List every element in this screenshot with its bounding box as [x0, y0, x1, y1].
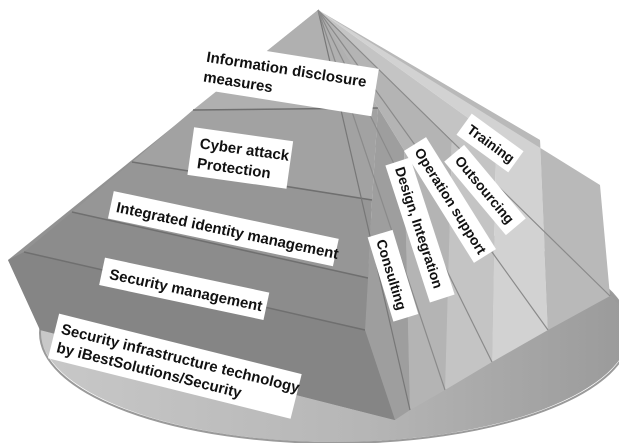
layer-divider	[71, 211, 369, 279]
label-box	[444, 144, 526, 236]
label-box	[456, 113, 524, 173]
label-box	[187, 127, 294, 189]
stripe-training	[318, 10, 610, 330]
label-box	[99, 257, 270, 320]
label-box	[367, 229, 419, 322]
layer-band-secmgmt	[24, 212, 368, 330]
label-box	[48, 313, 302, 419]
label-box	[404, 137, 496, 263]
label-box	[193, 40, 379, 117]
label-box	[385, 157, 455, 303]
stripe-consulting	[318, 10, 410, 420]
label-box	[107, 191, 339, 267]
layer-label-cyber: Cyber attack Protection	[187, 127, 294, 189]
